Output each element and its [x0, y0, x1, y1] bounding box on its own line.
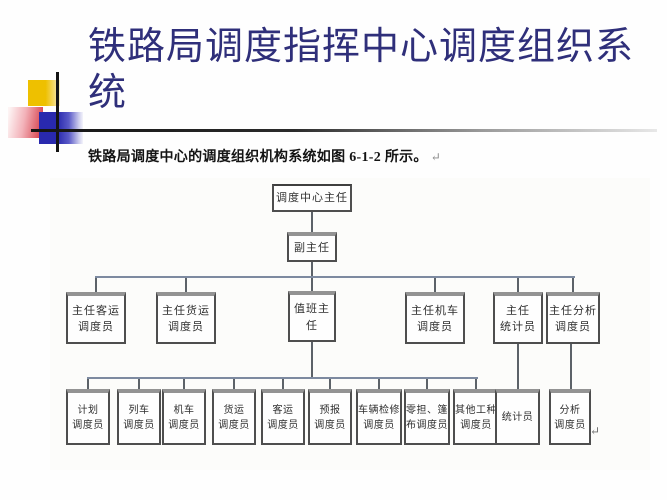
- org-connector-line: [434, 278, 436, 292]
- org-box-passenger-dispatcher: 客运 调度员: [261, 389, 305, 445]
- org-connector-line: [378, 379, 380, 389]
- org-connector-line: [183, 379, 185, 389]
- org-connector-line: [572, 278, 574, 292]
- decor-red-gradient-square: [8, 107, 43, 138]
- org-connector-line: [517, 344, 519, 389]
- org-connector-line: [311, 212, 313, 232]
- org-box-duty-director: 值班主任: [288, 291, 336, 342]
- decor-vertical-line: [56, 72, 59, 152]
- org-connector-line: [282, 379, 284, 389]
- org-connector-line: [329, 379, 331, 389]
- org-box-analysis-dispatcher: 分析 调度员: [549, 389, 591, 445]
- org-connector-line: [517, 278, 519, 292]
- org-connector-line: [185, 278, 187, 292]
- paragraph-return-icon: ↵: [430, 150, 442, 164]
- org-connector-line: [311, 262, 313, 277]
- org-connector-line: [311, 278, 313, 291]
- org-connector-line: [426, 379, 428, 389]
- org-box-chief-locomotive-dispatcher: 主任机车 调度员: [405, 292, 465, 344]
- org-box-statistician: 统计员: [495, 389, 540, 445]
- org-connector-line: [95, 276, 575, 278]
- org-chart-figure: ↵ 调度中心主任副主任主任客运 调度员主任货运 调度员值班主任主任机车 调度员主…: [50, 178, 650, 470]
- org-connector-line: [95, 278, 97, 292]
- subtitle-text: 铁路局调度中心的调度组织机构系统如图 6-1-2 所示。: [88, 150, 428, 165]
- figure-return-icon: ↵: [590, 424, 601, 438]
- org-box-freight-dispatcher: 货运 调度员: [212, 389, 256, 445]
- org-box-plan-dispatcher: 计划 调度员: [66, 389, 110, 445]
- org-box-train-dispatcher: 列车 调度员: [117, 389, 161, 445]
- org-box-locomotive-dispatcher: 机车 调度员: [162, 389, 206, 445]
- decor-yellow-square: [28, 80, 60, 106]
- org-connector-line: [570, 344, 572, 389]
- decor-horizontal-rule: [31, 129, 657, 132]
- org-box-deputy-director: 副主任: [287, 232, 337, 262]
- org-box-chief-passenger-dispatcher: 主任客运 调度员: [66, 292, 126, 344]
- org-connector-line: [475, 379, 477, 389]
- org-box-chief-analysis-dispatcher: 主任分析 调度员: [546, 292, 600, 344]
- org-box-chief-statistician: 主任 统计员: [493, 292, 543, 344]
- org-box-dispatch-center-director: 调度中心主任: [272, 184, 352, 212]
- org-box-forecast-dispatcher: 预报 调度员: [308, 389, 352, 445]
- org-box-other-trades-dispatcher: 其他工种 调度员: [453, 389, 499, 445]
- org-connector-line: [311, 342, 313, 377]
- slide-subtitle: 铁路局调度中心的调度组织机构系统如图 6-1-2 所示。↵: [88, 146, 508, 166]
- decor-blue-square: [39, 112, 83, 144]
- org-connector-line: [87, 379, 89, 389]
- org-box-chief-freight-dispatcher: 主任货运 调度员: [156, 292, 216, 344]
- slide-title: 铁路局调度指挥中心调度组织系 统: [88, 26, 635, 115]
- org-connector-line: [87, 377, 478, 379]
- org-box-rollingstock-inspection-dispatcher: 车辆检修 调度员: [356, 389, 402, 445]
- org-connector-line: [233, 379, 235, 389]
- org-connector-line: [138, 379, 140, 389]
- org-box-lcl-tarpaulin-dispatcher: 零担、篷 布调度员: [404, 389, 450, 445]
